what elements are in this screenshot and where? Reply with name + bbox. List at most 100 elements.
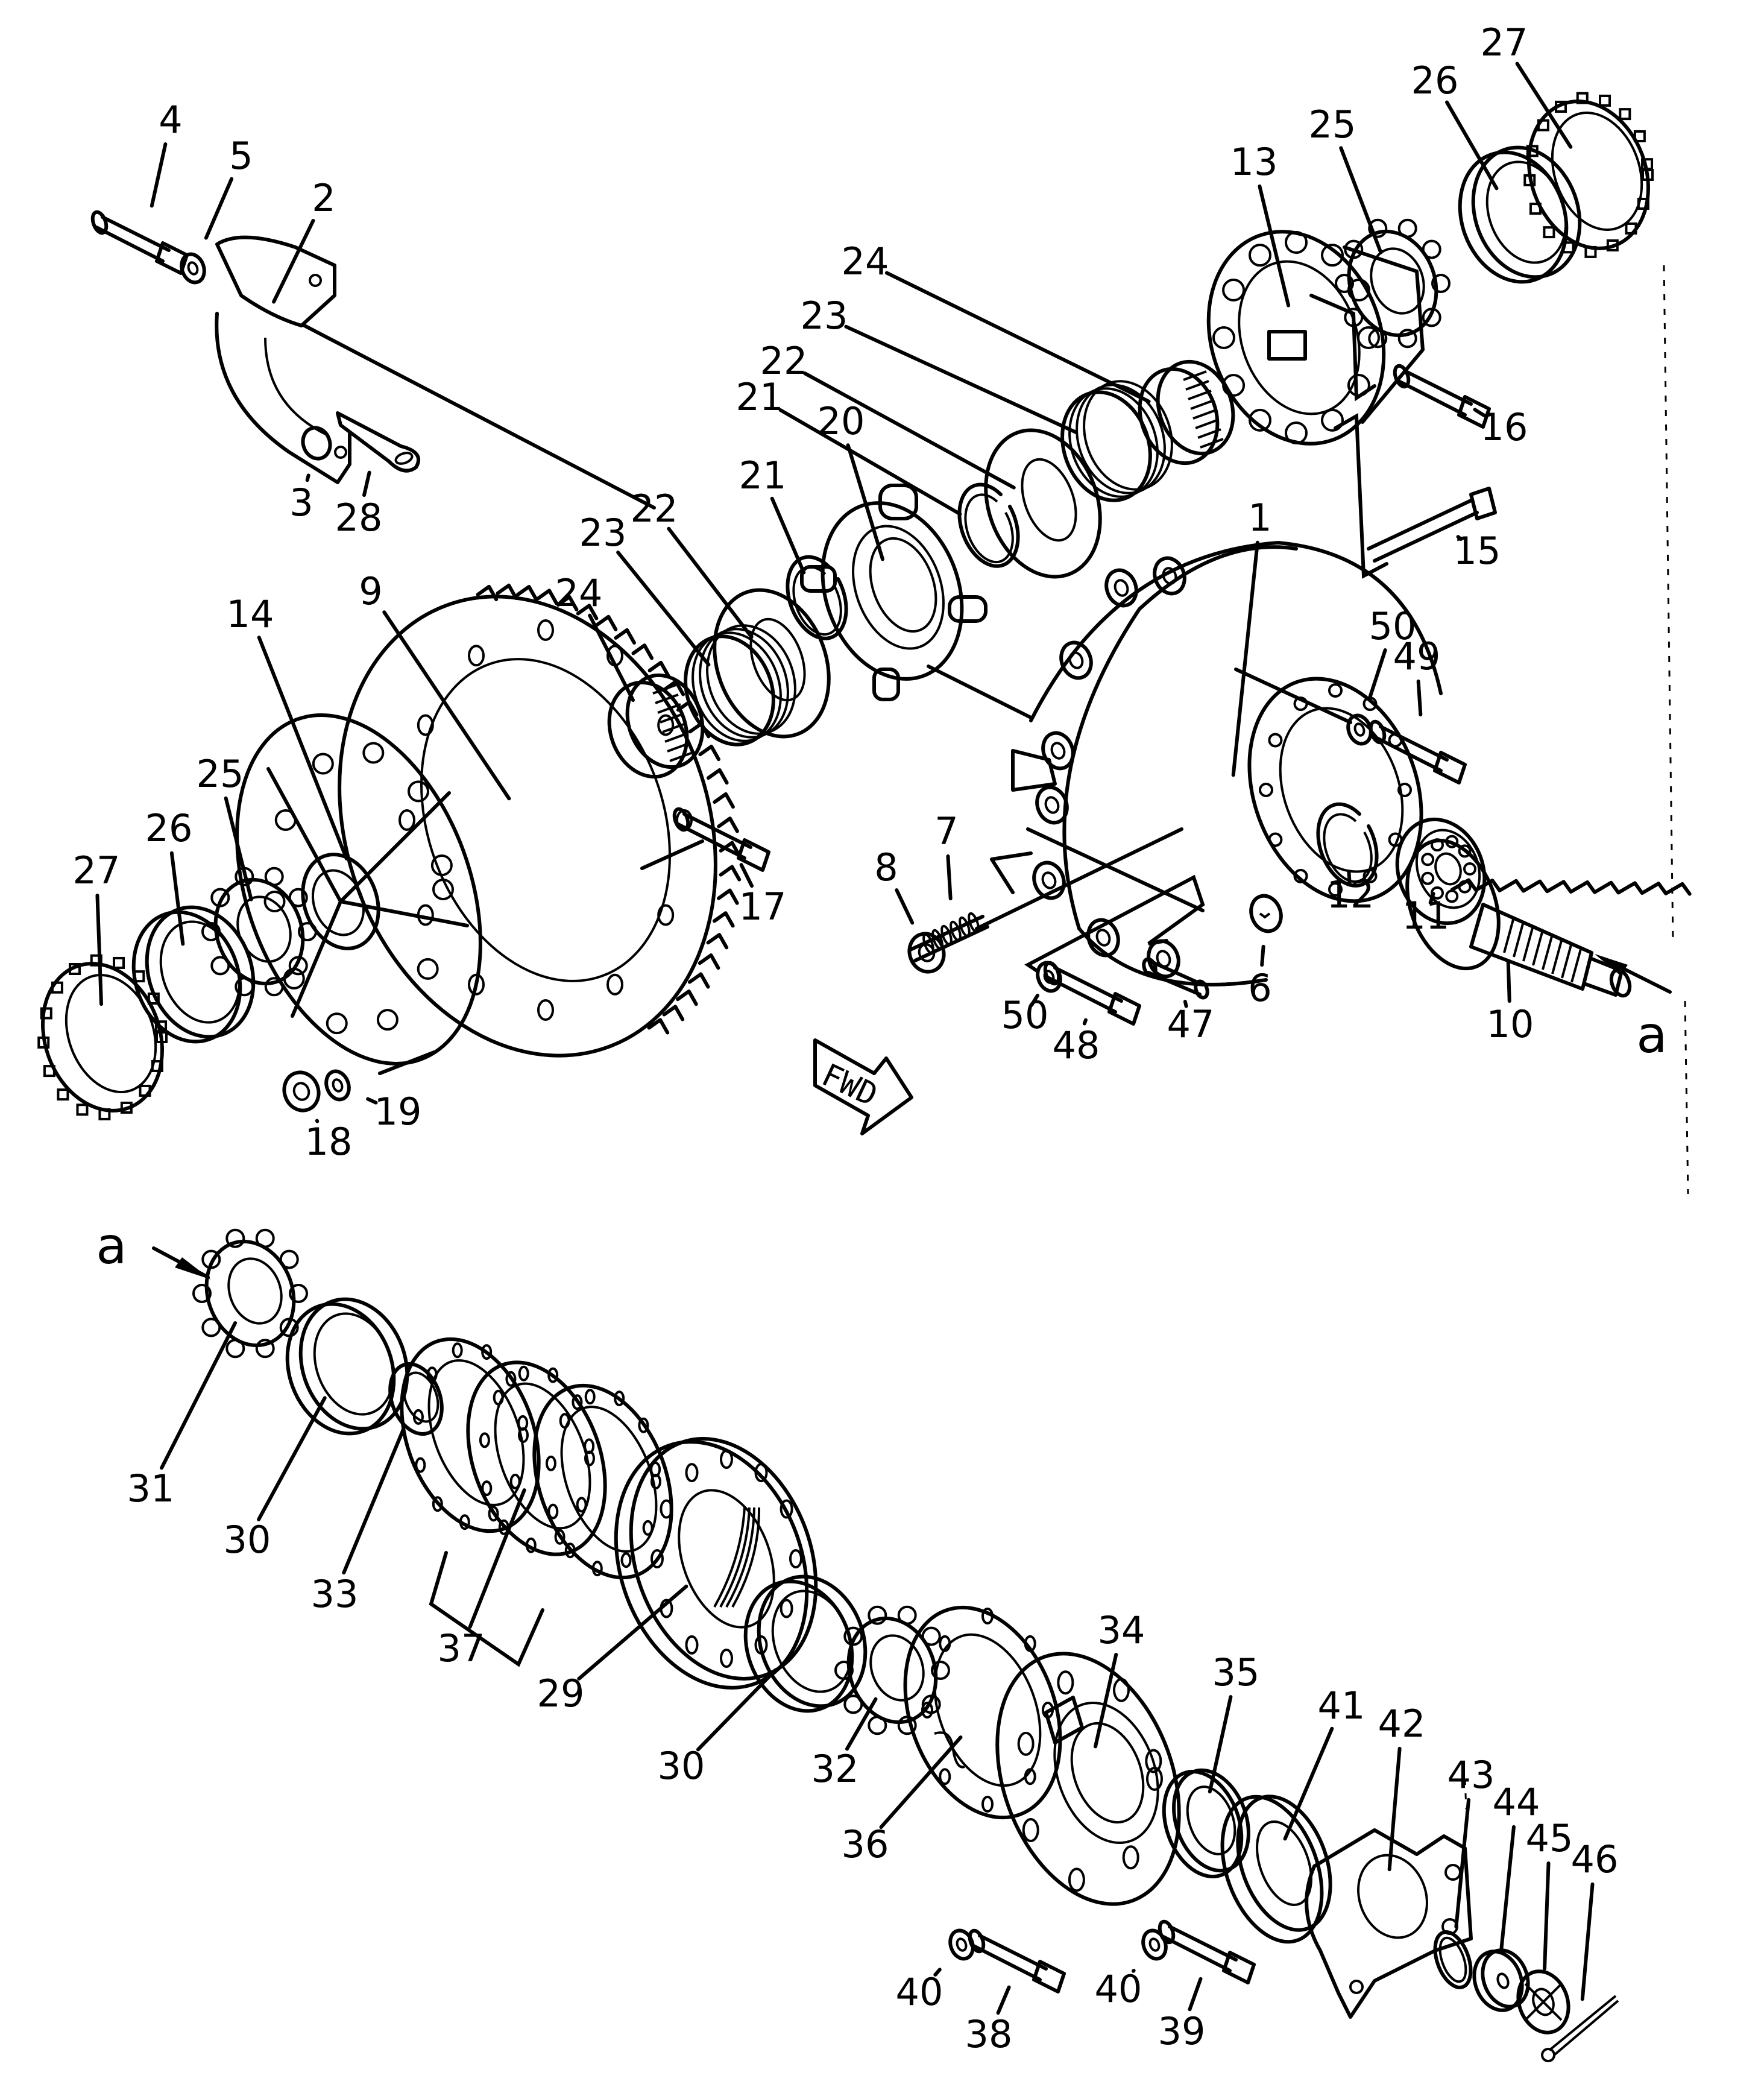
part-number-label: 28 <box>335 496 383 540</box>
leader-line <box>1416 679 1423 717</box>
leader-line <box>879 1735 963 1829</box>
leader-line <box>667 526 754 639</box>
part-number-label: 29 <box>537 1672 585 1716</box>
part-pinion-10 <box>1405 838 1692 998</box>
part-number-label: 14 <box>227 592 274 636</box>
leader-line <box>1499 1825 1516 1950</box>
leader-line <box>895 888 915 925</box>
leader-line <box>1445 100 1499 191</box>
leader-line <box>1283 1726 1334 1841</box>
leader-line <box>1082 1018 1088 1026</box>
part-number-label: 7 <box>934 809 958 853</box>
part-number-label: 42 <box>1378 1702 1426 1746</box>
part-pinion-cage-29 <box>614 1437 818 1690</box>
part-number-label: 24 <box>842 239 889 283</box>
part-number-label: 24 <box>555 571 603 615</box>
leader-line <box>204 177 234 240</box>
part-number-label: 35 <box>1212 1650 1260 1694</box>
part-number-label: 44 <box>1493 1780 1540 1824</box>
part-number-label: 25 <box>1309 103 1356 147</box>
part-yoke-42 <box>1305 1828 1473 2019</box>
part-number-label: 25 <box>197 752 244 796</box>
leader-line <box>150 142 168 208</box>
leader-line <box>577 1584 688 1681</box>
scan-margin-lines <box>1464 265 1689 1810</box>
leader-line <box>1454 1798 1471 1929</box>
part-o-ring-43 <box>1433 1930 1473 1989</box>
part-number-label: 2 <box>312 176 335 220</box>
part-number-label: 19 <box>374 1090 422 1134</box>
part-number-label: 41 <box>1318 1684 1366 1728</box>
part-stud-7 <box>909 912 989 962</box>
part-bearing-cup-30b <box>743 1574 868 1713</box>
part-bearing-cup-30 <box>285 1297 409 1436</box>
leader-line <box>315 1119 320 1123</box>
part-dowel-pin-47 <box>1142 957 1209 1000</box>
part-number-label: 15 <box>1454 529 1501 573</box>
part-number-label: 48 <box>1053 1023 1100 1067</box>
part-number-label: 20 <box>817 399 865 443</box>
part-taper-cone-31 <box>192 1228 308 1359</box>
part-bearing-cup-26 <box>131 905 256 1044</box>
leader-line <box>616 551 711 667</box>
part-number-label: 8 <box>874 845 898 889</box>
leader-line <box>160 1321 238 1470</box>
part-number-label: 27 <box>73 848 121 892</box>
part-snap-ring-21 <box>786 555 848 640</box>
leader-line <box>844 324 1079 435</box>
part-washer-5 <box>180 252 206 285</box>
leader-line <box>884 271 1151 403</box>
part-number-label: 38 <box>965 2012 1013 2056</box>
part-nut-8 <box>907 932 946 974</box>
leader-line <box>366 1097 378 1105</box>
fwd-arrow: FWD <box>813 1038 913 1135</box>
part-number-label: 43 <box>1447 1753 1495 1797</box>
leader-line <box>1473 408 1486 417</box>
part-number-label: 46 <box>1571 1837 1619 1881</box>
part-diff-case-14 <box>235 713 482 1065</box>
leader-line <box>1260 944 1265 967</box>
view-marker-label: a <box>1636 1005 1667 1064</box>
part-number-label: 1 <box>1248 496 1271 540</box>
leader-line <box>1506 959 1511 1003</box>
leader-line <box>996 1985 1011 2015</box>
part-bolt-49 <box>1369 719 1467 784</box>
leader-line <box>305 473 310 482</box>
leader-line <box>845 1697 878 1751</box>
part-dust-seal-41 <box>1220 1795 1332 1944</box>
part-taper-cone-32 <box>834 1605 950 1735</box>
leader-line <box>933 1968 942 1977</box>
part-number-label: 32 <box>811 1747 859 1791</box>
part-bearing-cap-2 <box>215 235 351 484</box>
part-snap-ring-12 <box>1316 802 1379 888</box>
view-marker-a-top: a <box>1595 954 1672 1064</box>
part-adjuster-nut-27 <box>37 954 168 1120</box>
part-carrier-housing-1 <box>990 541 1443 987</box>
part-washer-50 <box>1346 713 1373 746</box>
leader-line <box>272 218 315 304</box>
part-washer-40 <box>948 1928 975 1961</box>
part-cotter-pin-46 <box>1541 1995 1619 2062</box>
part-number-label: 16 <box>1481 405 1528 449</box>
leader-line <box>1515 62 1573 149</box>
view-marker-label: a <box>96 1216 127 1275</box>
part-number-label: 10 <box>1487 1002 1534 1046</box>
leader-lines <box>95 62 1595 2015</box>
part-number-label: 47 <box>1167 1002 1215 1046</box>
leader-line <box>1183 1000 1188 1008</box>
part-number-label: 27 <box>1481 21 1528 65</box>
part-number-label: 30 <box>224 1518 271 1562</box>
part-side-gear-24 <box>607 673 705 779</box>
leader-line <box>1188 1977 1203 2012</box>
part-spider-20 <box>800 484 988 701</box>
part-number-label: 17 <box>739 885 787 929</box>
part-number-label: 4 <box>159 98 182 142</box>
part-snap-ring-21b <box>957 482 1020 568</box>
part-number-label: 31 <box>127 1466 175 1511</box>
leader-line <box>739 863 754 888</box>
part-number-label: 50 <box>1369 604 1417 648</box>
part-number-label: 21 <box>739 453 787 497</box>
part-washer-thick-44 <box>1472 1948 1530 2012</box>
part-shims-37 <box>400 1337 673 1667</box>
